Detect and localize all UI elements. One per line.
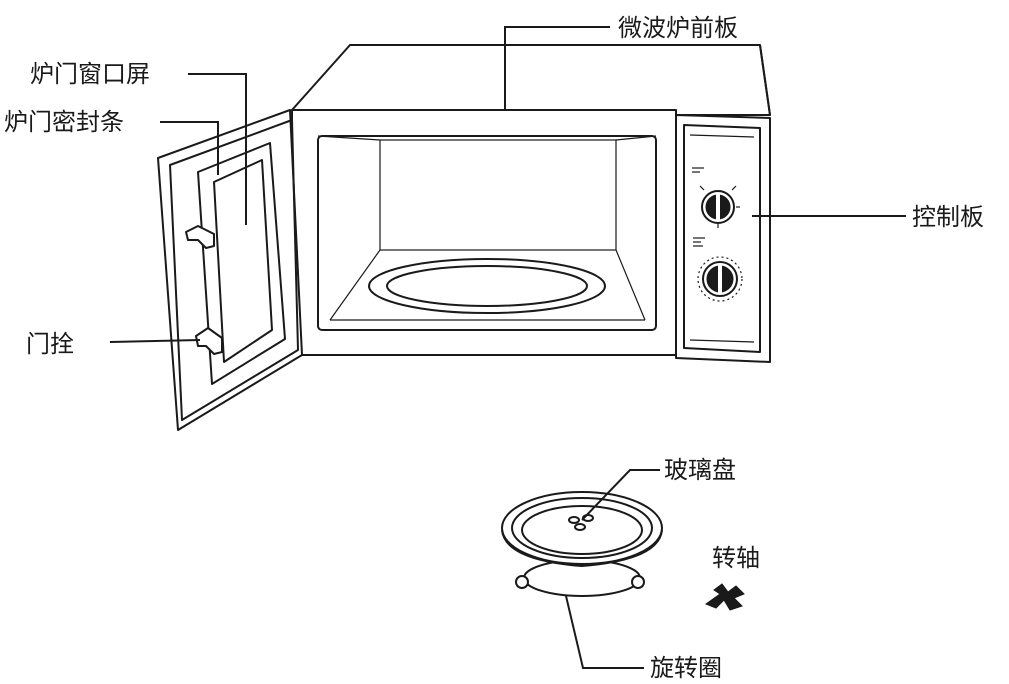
door-latch-upper — [185, 225, 215, 249]
label-front-panel: 微波炉前板 — [618, 14, 738, 42]
cavity-turntable-inner — [386, 265, 588, 307]
control-panel-face — [683, 124, 761, 353]
cavity-back-wall — [379, 139, 617, 251]
shaft-icon — [704, 583, 745, 611]
door-latch-lower — [195, 327, 223, 355]
label-glass-tray: 玻璃盘 — [664, 456, 736, 484]
label-door-latch: 门拴 — [26, 330, 74, 358]
glass-tray-inner — [521, 505, 643, 555]
label-door-window-screen: 炉门窗口屏 — [30, 60, 150, 88]
cabinet-top — [291, 44, 771, 116]
turntable-shaft — [704, 583, 745, 611]
timer-knob — [697, 256, 743, 302]
glass-tray-outer — [501, 491, 663, 565]
cavity-opening — [317, 135, 657, 331]
front-frame — [291, 109, 677, 356]
label-door-seal: 炉门密封条 — [4, 108, 124, 136]
label-roller-ring: 旋转圈 — [650, 654, 722, 682]
label-control-panel: 控制板 — [912, 203, 984, 231]
microwave-door — [157, 109, 303, 431]
glass-tray-rim — [511, 497, 653, 559]
control-panel-housing — [675, 114, 771, 363]
glass-tray-assembly — [501, 491, 663, 597]
leader-lines — [109, 26, 906, 669]
cavity-turntable-outer — [368, 258, 606, 314]
label-shaft: 转轴 — [712, 544, 760, 572]
power-knob — [699, 185, 740, 228]
door-inner-edge — [169, 119, 299, 421]
control-panel-markings — [692, 167, 705, 247]
microwave-body — [291, 44, 771, 363]
